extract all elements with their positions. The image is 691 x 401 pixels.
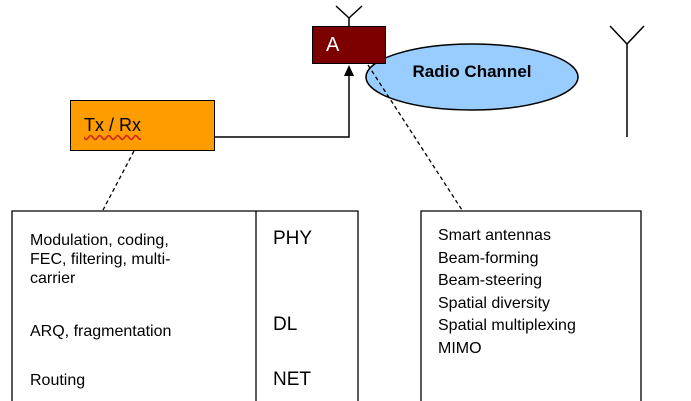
technique-item: Spatial multiplexing bbox=[438, 317, 576, 334]
layer-functions-phy: Modulation, coding, FEC, filtering, mult… bbox=[30, 231, 170, 288]
layer-code-phy: PHY bbox=[273, 228, 313, 249]
radio-channel-ellipse bbox=[365, 43, 579, 111]
layer-code-dl: DL bbox=[273, 314, 298, 335]
phy-function-line: Modulation, coding, bbox=[30, 232, 169, 249]
antenna-callout-line bbox=[367, 64, 463, 211]
technique-item: Beam-forming bbox=[438, 249, 539, 267]
dl-function-line: ARQ, fragmentation bbox=[30, 323, 172, 340]
technique-item: Beam-steering bbox=[438, 272, 543, 289]
layer-functions-dl: ARQ, fragmentation bbox=[30, 322, 171, 341]
layer-code-net: NET bbox=[273, 369, 311, 390]
technique-item: MIMO bbox=[438, 339, 482, 357]
txrx-label: Tx / Rx bbox=[84, 115, 141, 135]
protocol-layer-table bbox=[11, 210, 359, 401]
txrx-block: Tx / Rx bbox=[70, 100, 215, 151]
antenna-techniques-list: Smart antennas Beam-forming Beam-steerin… bbox=[438, 225, 576, 360]
antenna-techniques-box bbox=[420, 210, 642, 401]
technique-item: Spatial diversity bbox=[438, 294, 551, 312]
layer-functions-net: Routing bbox=[30, 371, 85, 390]
net-function-line: Routing bbox=[30, 372, 86, 389]
txrx-callout-line bbox=[102, 150, 135, 211]
receive-antenna-icon bbox=[609, 25, 645, 137]
phy-function-line: carrier bbox=[30, 270, 76, 287]
antenna-block: A bbox=[312, 26, 386, 64]
phy-function-line: FEC, filtering, multi- bbox=[30, 251, 171, 268]
txrx-to-antenna-connector bbox=[215, 75, 350, 138]
radio-channel-label: Radio Channel bbox=[412, 62, 532, 81]
connector-arrowhead bbox=[344, 65, 354, 76]
technique-item: Smart antennas bbox=[438, 227, 551, 244]
antenna-a-icon bbox=[335, 5, 363, 26]
antenna-block-label: A bbox=[326, 34, 340, 56]
